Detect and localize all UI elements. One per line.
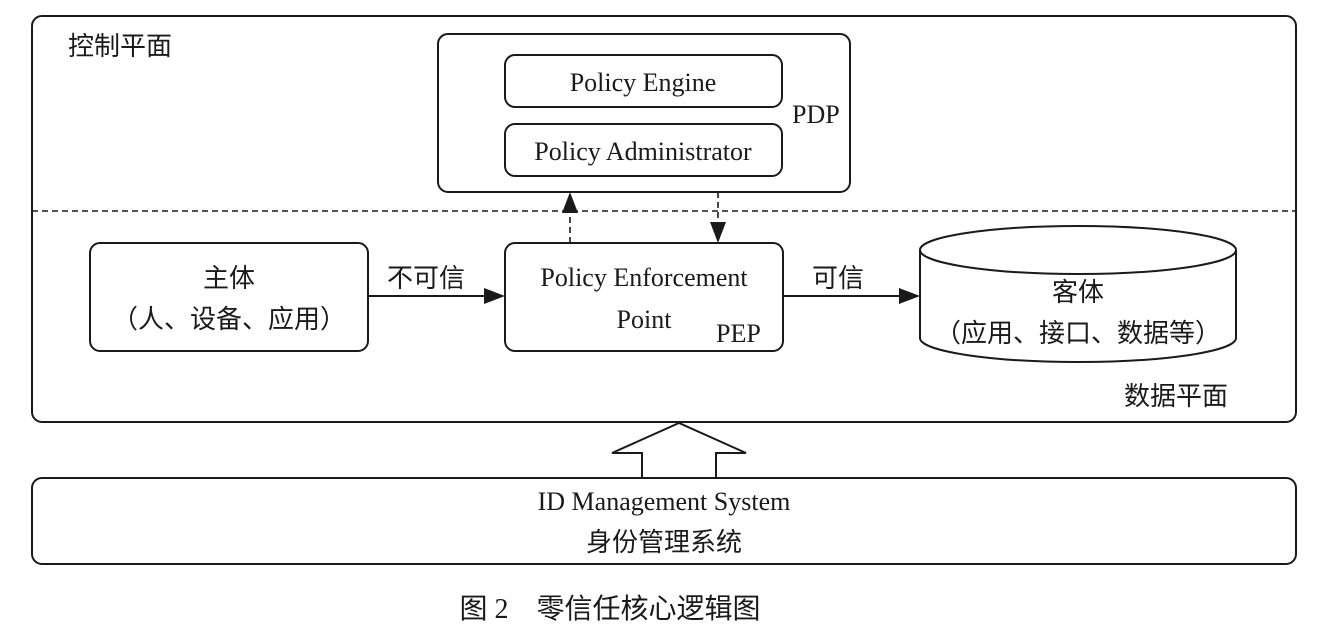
pep-label-line2: Point bbox=[617, 305, 673, 334]
object-cylinder-body bbox=[919, 250, 1237, 363]
policy-administrator-label: Policy Administrator bbox=[534, 137, 752, 166]
id-system-sublabel: 身份管理系统 bbox=[586, 528, 742, 557]
object-sublabel: （应用、接口、数据等） bbox=[935, 319, 1221, 348]
control-plane-label: 控制平面 bbox=[68, 32, 172, 61]
policy-administrator-box bbox=[504, 123, 783, 177]
id-system-box bbox=[31, 477, 1297, 565]
id-system-label: ID Management System bbox=[538, 487, 791, 516]
untrusted-label: 不可信 bbox=[387, 264, 465, 293]
trusted-arrow-head bbox=[899, 288, 920, 304]
pdp-tag: PDP bbox=[792, 100, 840, 129]
subject-box bbox=[89, 242, 369, 352]
id-system-up-arrow bbox=[611, 421, 747, 479]
data-plane-label: 数据平面 bbox=[1124, 382, 1228, 411]
pep-label-line1: Policy Enforcement bbox=[540, 263, 748, 292]
trusted-label: 可信 bbox=[812, 264, 864, 293]
subject-sublabel: （人、设备、应用） bbox=[112, 305, 346, 334]
policy-engine-box bbox=[504, 54, 783, 108]
figure-caption: 图 2 零信任核心逻辑图 bbox=[459, 593, 760, 625]
pep-tag: PEP bbox=[716, 319, 761, 348]
policy-engine-label: Policy Engine bbox=[570, 68, 717, 97]
pdp-to-pep-head bbox=[710, 222, 726, 243]
object-label: 客体 bbox=[1052, 278, 1104, 307]
untrusted-arrow-head bbox=[484, 288, 505, 304]
pep-to-pdp-head bbox=[562, 192, 578, 213]
object-cylinder-top bbox=[919, 225, 1237, 275]
subject-label: 主体 bbox=[203, 264, 255, 293]
